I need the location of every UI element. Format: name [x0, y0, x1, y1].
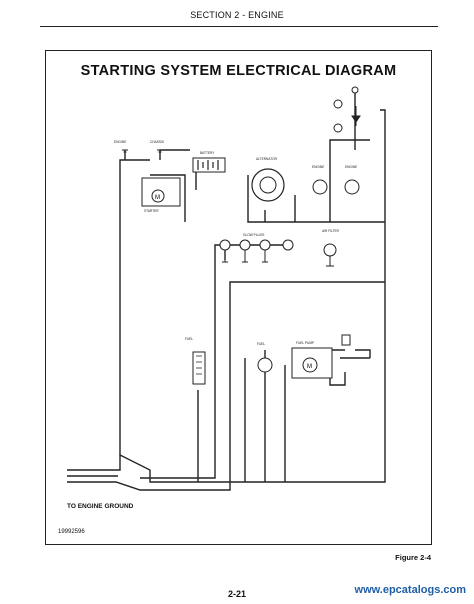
diagram-frame [45, 50, 432, 545]
svg-text:CHASSIS: CHASSIS [150, 140, 164, 144]
svg-text:BATTERY: BATTERY [200, 151, 215, 155]
svg-text:FUEL PUMP: FUEL PUMP [296, 341, 314, 345]
svg-text:ENGINE: ENGINE [312, 165, 324, 169]
svg-text:STARTER: STARTER [144, 209, 159, 213]
watermark-link[interactable]: www.epcatalogs.com [354, 584, 466, 596]
starter-symbol: M STARTER [141, 177, 181, 213]
battery-symbol: BATTERY [192, 151, 226, 173]
svg-text:FUEL: FUEL [185, 337, 193, 341]
svg-text:ENGINE: ENGINE [345, 165, 357, 169]
svg-text:M: M [307, 364, 312, 370]
fuel-pump-symbol: M FUEL PUMP [291, 334, 351, 379]
diagram-title: STARTING SYSTEM ELECTRICAL DIAGRAM [80, 63, 397, 79]
fuel-solenoid-symbol: FUEL [185, 337, 206, 385]
figure-label: Figure 2-4 [395, 553, 431, 562]
alternator-symbol: ALTERNATOR [251, 157, 285, 202]
svg-text:GLOW PLUGS: GLOW PLUGS [243, 233, 264, 237]
svg-text:M: M [155, 195, 160, 201]
part-number: 19992596 [58, 529, 85, 535]
svg-text:ALTERNATOR: ALTERNATOR [256, 157, 278, 161]
section-header: SECTION 2 - ENGINE [190, 10, 284, 20]
header-rule [40, 26, 438, 27]
engine-ground-label: TO ENGINE GROUND [67, 503, 134, 510]
svg-text:ENGINE: ENGINE [114, 140, 126, 144]
page-number: 2-21 [227, 589, 246, 599]
svg-text:AIR FILTER: AIR FILTER [322, 229, 340, 233]
svg-text:FUEL: FUEL [257, 342, 265, 346]
